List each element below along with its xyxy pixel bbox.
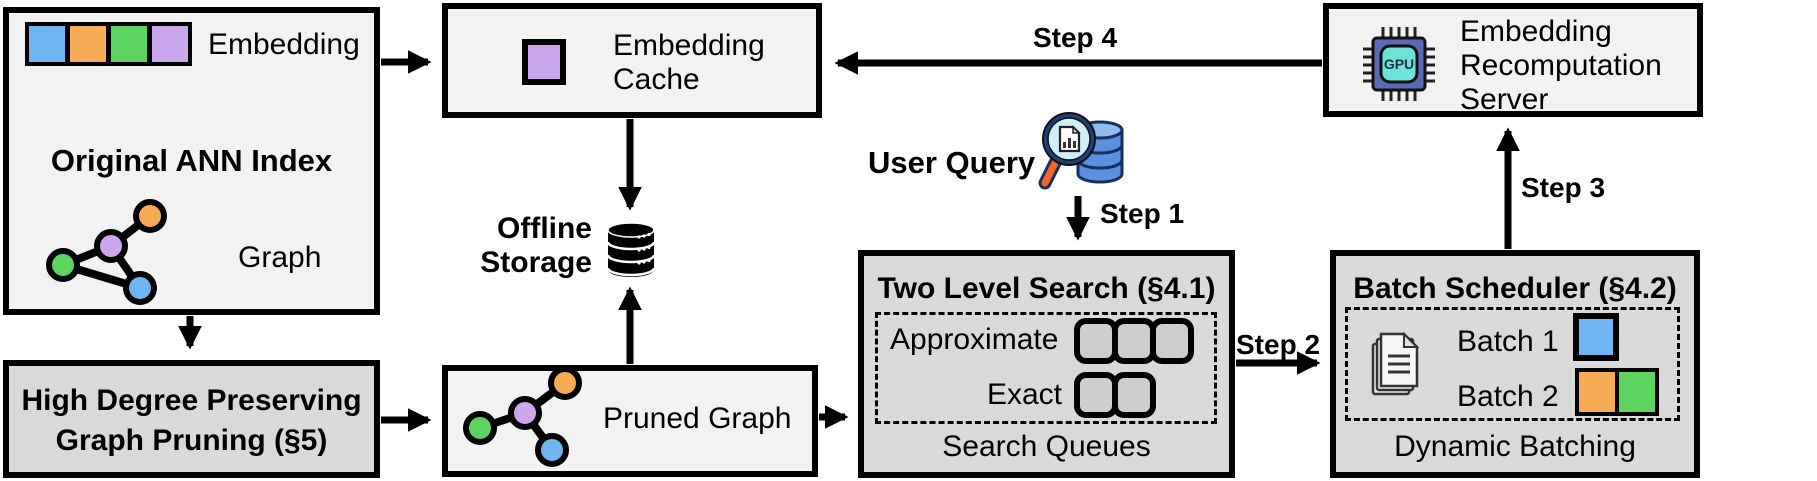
original-ann-index-title: Original ANN Index	[50, 143, 333, 178]
search-queues-label: Search Queues	[942, 430, 1151, 463]
approximate-label: Approximate	[890, 323, 1059, 356]
pruned-graph-label: Pruned Graph	[603, 402, 792, 435]
pruned-graph-icon	[463, 371, 582, 467]
step-1-label: Step 1	[1100, 198, 1185, 229]
batch2-cell-orange	[1579, 372, 1615, 412]
embedding-cell-green	[111, 26, 147, 62]
box-recomputation-server: GPU Embedding Recomputation Server	[1323, 3, 1703, 117]
batch2-queries-icon	[1575, 368, 1659, 416]
embedding-cache-label-line2: Cache	[613, 63, 700, 96]
recomputation-server-label-line2: Recomputation	[1460, 49, 1662, 82]
user-query-label: User Query	[868, 145, 1036, 180]
box-original-ann-index: Embedding Original ANN Index Graph	[3, 7, 380, 315]
batch-scheduler-title: Batch Scheduler (§4.2)	[1353, 272, 1677, 305]
two-level-search-title: Two Level Search (§4.1)	[877, 272, 1216, 305]
gpu-icon-label: GPU	[1384, 56, 1414, 72]
graph-pruning-title-line1: High Degree Preserving	[21, 384, 362, 417]
embedding-cell-purple	[152, 26, 188, 62]
queue-slot	[1112, 318, 1156, 364]
step-3-label: Step 3	[1521, 172, 1606, 203]
box-graph-pruning: High Degree Preserving Graph Pruning (§5…	[3, 360, 380, 478]
graph-label: Graph	[238, 241, 322, 274]
batch2-label: Batch 2	[1457, 380, 1559, 413]
queue-slot	[1074, 372, 1118, 418]
recomputation-server-label-line1: Embedding	[1460, 15, 1612, 48]
box-embedding-cache: Embedding Cache	[442, 3, 822, 118]
offline-storage-label-line1: Offline	[497, 212, 592, 245]
box-batch-scheduler: Batch Scheduler (§4.2) Batch 1 Batch 2 D…	[1330, 250, 1700, 478]
documents-icon	[1371, 331, 1420, 396]
batch2-cell-green	[1619, 372, 1655, 412]
recomputation-server-label-line3: Server	[1460, 83, 1549, 116]
exact-label: Exact	[986, 378, 1062, 411]
box-pruned-graph: Pruned Graph	[442, 365, 818, 477]
dynamic-batching-panel: Batch 1 Batch 2	[1345, 307, 1680, 421]
approximate-queue-slots	[1074, 318, 1194, 364]
embedding-cache-label-line1: Embedding	[613, 29, 765, 62]
embedding-cell-orange	[70, 26, 106, 62]
offline-storage-database-icon	[606, 222, 656, 277]
queue-slot	[1150, 318, 1194, 364]
embedding-cell-blue	[29, 26, 65, 62]
dynamic-batching-label: Dynamic Batching	[1394, 430, 1636, 463]
cached-embedding-icon	[522, 39, 566, 85]
gpu-icon: GPU	[1363, 27, 1435, 101]
box-two-level-search: Two Level Search (§4.1) Approximate Exac…	[858, 250, 1235, 478]
step-2-label: Step 2	[1236, 329, 1321, 360]
batch1-label: Batch 1	[1457, 325, 1559, 358]
search-queues-panel: Approximate Exact	[875, 312, 1217, 424]
original-graph-icon	[46, 199, 167, 305]
exact-queue-slots	[1074, 372, 1156, 418]
graph-pruning-title-line2: Graph Pruning (§5)	[55, 424, 328, 457]
offline-storage-label-line2: Storage	[480, 246, 592, 279]
user-query-icon	[1038, 112, 1124, 190]
batch1-query-icon	[1573, 313, 1619, 361]
queue-slot	[1112, 372, 1156, 418]
embedding-vector-icon	[25, 22, 192, 66]
step-4-label: Step 4	[1032, 22, 1118, 53]
embedding-label: Embedding	[208, 28, 360, 61]
